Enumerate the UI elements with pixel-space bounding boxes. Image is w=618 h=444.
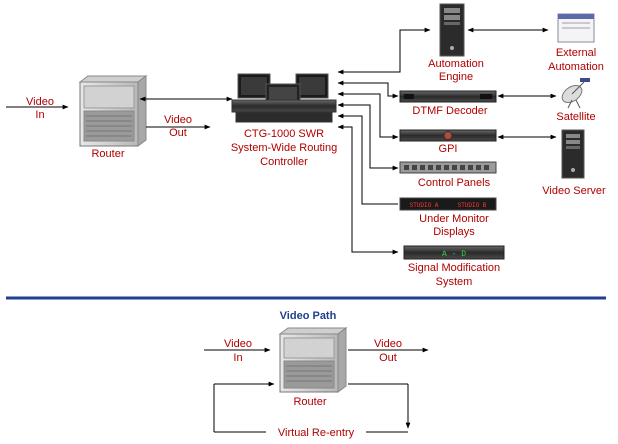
- gpi-icon: [399, 129, 497, 142]
- svg-text:Engine: Engine: [439, 71, 473, 83]
- umd-text-b: STUDIO B: [458, 202, 487, 209]
- svg-text:Under Monitor: Under Monitor: [419, 213, 489, 225]
- dtmf-decoder-label: DTMF Decoder: [412, 105, 488, 117]
- bottom-video-in-label: Video In: [224, 338, 252, 364]
- svg-text:In: In: [233, 352, 242, 364]
- bottom-router-label: Router: [293, 396, 326, 408]
- under-monitor-displays-icon: STUDIO A STUDIO B: [399, 197, 497, 211]
- video-server-label: Video Server: [542, 185, 606, 197]
- video-server-icon: [561, 129, 585, 179]
- svg-text:CTG-1000 SWR: CTG-1000 SWR: [244, 128, 324, 140]
- control-panels-label: Control Panels: [418, 177, 491, 189]
- controller-icon: [231, 73, 337, 123]
- external-automation-icon: [557, 13, 595, 43]
- umd-text-a: STUDIO A: [410, 202, 439, 209]
- automation-engine-icon: [439, 3, 465, 57]
- svg-text:Video: Video: [374, 338, 402, 350]
- satellite-icon: [561, 78, 590, 109]
- dtmf-decoder-icon: [399, 90, 497, 103]
- bottom-router-icon: [278, 327, 348, 393]
- satellite-label: Satellite: [556, 111, 595, 123]
- gpi-label: GPI: [439, 143, 458, 155]
- svg-text:Automation: Automation: [548, 61, 604, 73]
- svg-text:External: External: [556, 47, 596, 59]
- svg-text:Displays: Displays: [433, 226, 475, 238]
- controller-label: CTG-1000 SWR System-Wide Routing Control…: [231, 128, 337, 168]
- signal-modification-icon: A - D: [403, 245, 505, 260]
- video-path-title: Video Path: [280, 310, 337, 322]
- svg-text:System: System: [436, 276, 473, 288]
- virtual-reentry-loop: [213, 381, 411, 433]
- automation-engine-label: Automation Engine: [428, 58, 484, 83]
- bottom-video-out-label: Video Out: [374, 338, 402, 364]
- svg-text:Controller: Controller: [260, 156, 308, 168]
- control-panels-icon: [399, 161, 497, 174]
- virtual-reentry-label: Virtual Re-entry: [278, 427, 355, 439]
- top-router-icon: [78, 75, 148, 147]
- svg-text:Signal Modification: Signal Modification: [408, 262, 500, 274]
- top-video-in-label: Video In: [26, 96, 54, 121]
- controller-connector-lines: [337, 27, 431, 255]
- svg-text:In: In: [35, 109, 44, 121]
- under-monitor-displays-label: Under Monitor Displays: [419, 213, 489, 238]
- svg-text:Out: Out: [169, 127, 187, 139]
- svg-text:System-Wide Routing: System-Wide Routing: [231, 142, 337, 154]
- svg-text:Out: Out: [379, 352, 397, 364]
- external-automation-label: External Automation: [548, 47, 604, 73]
- svg-text:Video: Video: [26, 96, 54, 108]
- svg-text:Automation: Automation: [428, 58, 484, 70]
- svg-text:Video: Video: [164, 114, 192, 126]
- top-video-out-label: Video Out: [164, 114, 192, 139]
- svg-text:Video: Video: [224, 338, 252, 350]
- signal-modification-label: Signal Modification System: [408, 262, 500, 288]
- top-router-label: Router: [91, 148, 124, 160]
- signal-mod-display-text: A - D: [442, 250, 466, 259]
